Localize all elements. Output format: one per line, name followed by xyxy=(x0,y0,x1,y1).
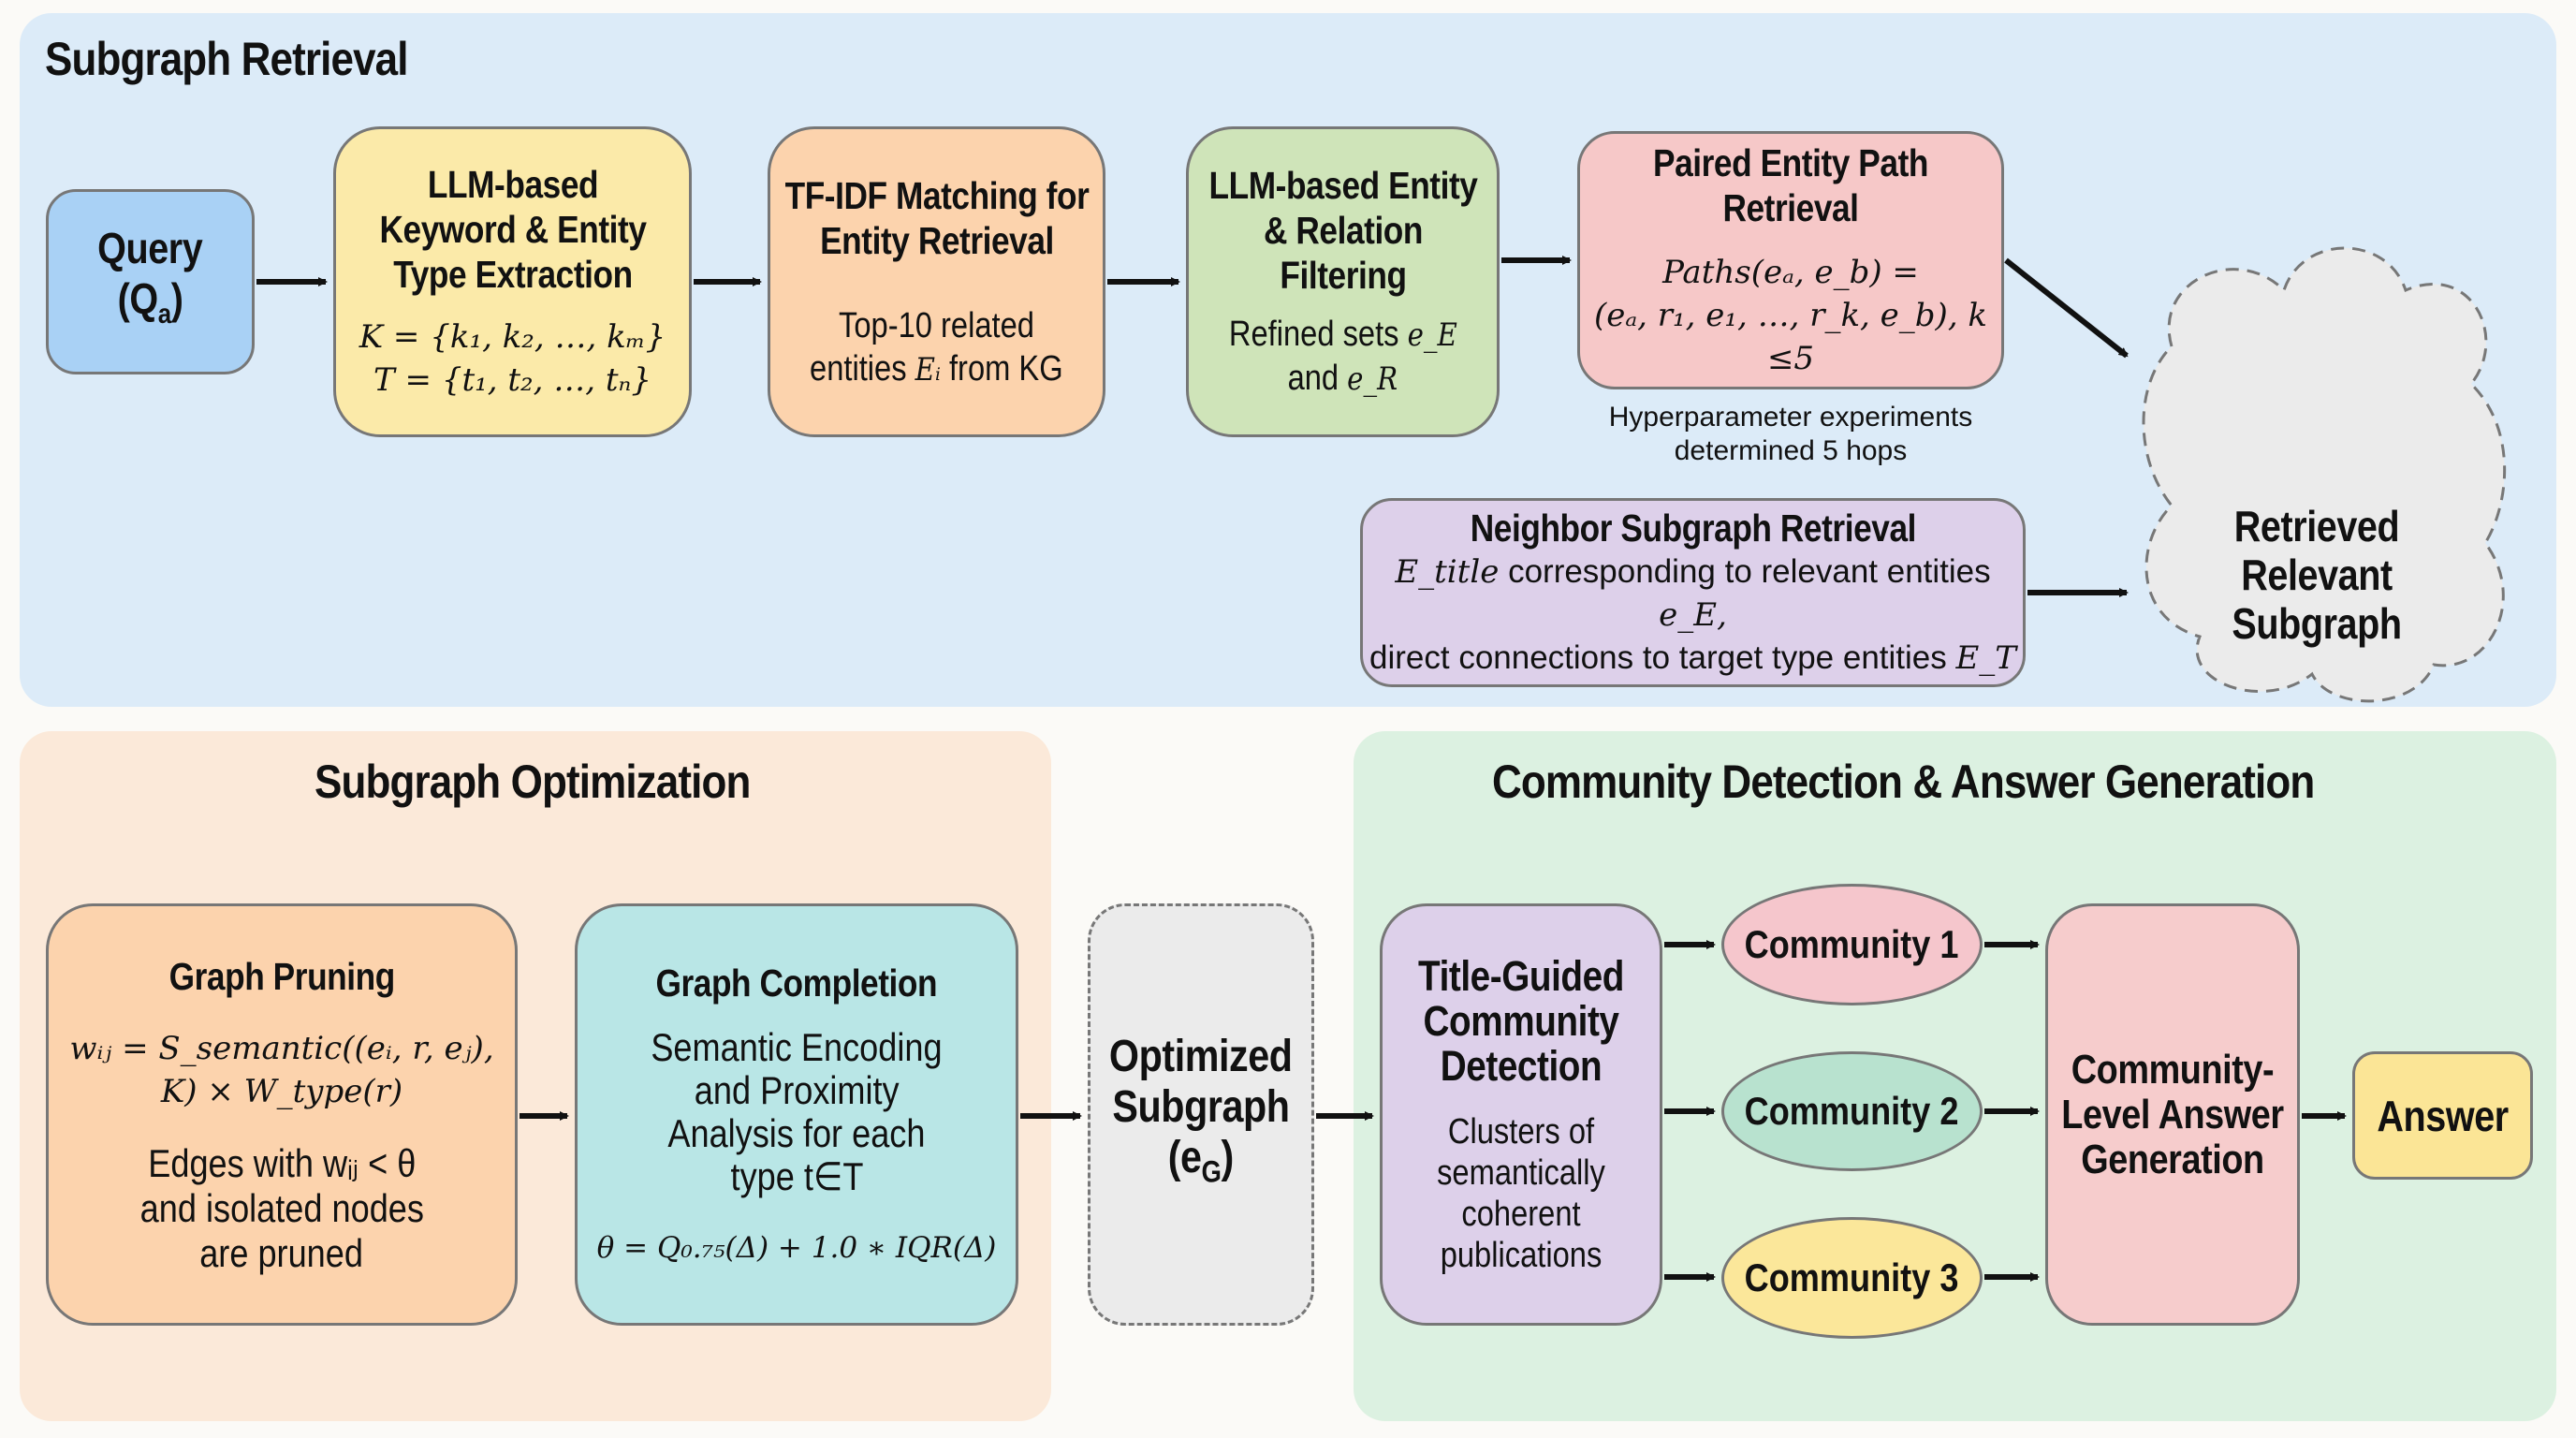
query-node: Query (Qa) xyxy=(46,189,255,374)
threshold-formula: θ = Q₀.₇₅(Δ) + 1.0 ∗ IQR(Δ) xyxy=(596,1230,997,1265)
community-3: Community 3 xyxy=(1721,1217,1983,1339)
pruning-desc-1: Edges with wᵢⱼ < θ xyxy=(147,1140,417,1185)
retrieved-subgraph-label: Retrieved Relevant Subgraph xyxy=(2232,502,2402,648)
tfidf-desc-2: entities Eᵢ from KG xyxy=(810,348,1063,389)
answer-node: Answer xyxy=(2352,1051,2533,1180)
keyword-extraction-node: LLM-based Keyword & Entity Type Extracti… xyxy=(333,126,692,437)
pruning-formula-2: K) × W_type(r) xyxy=(160,1072,403,1110)
graph-pruning-node: Graph Pruning wᵢⱼ = S_semantic((eᵢ, r, e… xyxy=(46,903,518,1326)
pruning-desc-2: and isolated nodes xyxy=(139,1185,424,1230)
keyword-set-formula: K = {k₁, k₂, …, kₘ} xyxy=(359,318,666,356)
community-detection-node: Title-Guided Community Detection Cluster… xyxy=(1380,903,1662,1326)
neighbor-subgraph-node: Neighbor Subgraph Retrieval E_title corr… xyxy=(1360,498,2026,687)
filtering-desc-1: Refined sets e_E xyxy=(1228,315,1457,354)
answer-label: Answer xyxy=(2377,1091,2509,1140)
retrieval-title: Subgraph Retrieval xyxy=(45,33,408,85)
paired-path-title: Paired Entity Path Retrieval xyxy=(1652,141,1929,229)
paths-formula-2: (eₐ, r₁, e₁, …, r_k, e_b), k ≤5 xyxy=(1593,297,1988,377)
optimized-line-1: Optimized xyxy=(1109,1032,1293,1082)
community-2: Community 2 xyxy=(1721,1051,1983,1171)
graph-completion-node: Graph Completion Semantic Encoding and P… xyxy=(575,903,1018,1326)
type-set-formula: T = {t₁, t₂, …, tₙ} xyxy=(373,361,651,399)
optimization-title: Subgraph Optimization xyxy=(315,756,751,808)
pruning-desc-3: are pruned xyxy=(199,1230,364,1275)
completion-desc-2: and Proximity xyxy=(694,1067,900,1112)
tfidf-node: TF-IDF Matching for Entity Retrieval Top… xyxy=(768,126,1105,437)
completion-desc-1: Semantic Encoding xyxy=(651,1024,943,1069)
neighbor-desc-2: direct connections to target type entiti… xyxy=(1369,639,2016,677)
answer-generation-node: Community-Level Answer Generation xyxy=(2045,903,2300,1326)
answer-generation-title: Community-Level Answer Generation xyxy=(2061,1046,2284,1182)
paths-formula-1: Paths(eₐ, e_b) = xyxy=(1662,254,1919,291)
tfidf-desc-1: Top-10 related xyxy=(839,305,1034,345)
graph-pruning-title: Graph Pruning xyxy=(168,954,395,998)
optimized-line-3: (eG) xyxy=(1167,1133,1235,1189)
arrow-paired-cloud xyxy=(2004,257,2129,359)
community-1: Community 1 xyxy=(1721,884,1983,1005)
keyword-extraction-title: LLM-based Keyword & Entity Type Extracti… xyxy=(378,163,647,296)
neighbor-desc-1: E_title corresponding to relevant entiti… xyxy=(1395,553,1991,634)
retrieved-subgraph-cloud xyxy=(2142,246,2507,703)
community-detection-title: Title-Guided Community Detection xyxy=(1418,951,1624,1090)
pruning-formula-1: wᵢⱼ = S_semantic((eᵢ, r, eⱼ), xyxy=(69,1029,494,1067)
completion-desc-4: type t∈T xyxy=(730,1153,863,1198)
entity-filtering-title: LLM-based Entity & Relation Filtering xyxy=(1208,164,1477,297)
graph-completion-title: Graph Completion xyxy=(655,961,938,1005)
filtering-desc-2: and e_R xyxy=(1287,359,1398,398)
hop-note: Hyperparameter experiments determined 5 … xyxy=(1608,402,1973,466)
query-symbol: (Qa) xyxy=(117,274,183,330)
query-label: Query xyxy=(97,224,203,273)
tfidf-title: TF-IDF Matching for Entity Retrieval xyxy=(784,173,1089,262)
neighbor-title: Neighbor Subgraph Retrieval xyxy=(1470,506,1916,550)
optimized-line-2: Subgraph xyxy=(1112,1082,1290,1133)
optimized-subgraph-node: Optimized Subgraph (eG) xyxy=(1088,903,1314,1326)
completion-desc-3: Analysis for each xyxy=(667,1110,926,1155)
paired-path-node: Paired Entity Path Retrieval Paths(eₐ, e… xyxy=(1577,131,2004,389)
community-title: Community Detection & Answer Generation xyxy=(1492,756,2315,808)
entity-filtering-node: LLM-based Entity & Relation Filtering Re… xyxy=(1186,126,1500,437)
community-detection-desc: Clusters of semantically coherent public… xyxy=(1437,1111,1605,1275)
